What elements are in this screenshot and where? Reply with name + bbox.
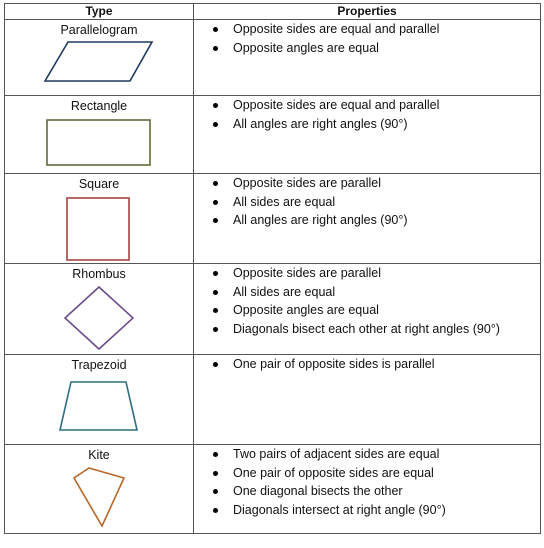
property-item: Opposite sides are equal and parallel	[194, 96, 540, 115]
property-item: Diagonals intersect at right angle (90°)	[194, 501, 540, 520]
shape-name: Rectangle	[70, 99, 128, 113]
properties-cell: Opposite sides are equal and parallel Op…	[193, 19, 541, 96]
parallelogram-outline	[44, 41, 154, 82]
property-item: Opposite angles are equal	[194, 301, 540, 320]
rectangle-shape	[46, 119, 151, 166]
properties-list: Opposite sides are equal and parallel Op…	[194, 20, 540, 57]
type-cell: Trapezoid	[4, 354, 194, 445]
shape-name: Rhombus	[72, 267, 126, 281]
type-cell: Rhombus	[4, 263, 194, 355]
table-row: Rectangle Opposite sides are equal and p…	[4, 95, 541, 174]
property-item: Opposite angles are equal	[194, 39, 540, 58]
properties-cell: Opposite sides are parallel All sides ar…	[193, 173, 541, 264]
properties-cell: Opposite sides are equal and parallel Al…	[193, 95, 541, 174]
rectangle-outline	[46, 119, 151, 166]
properties-column-header: Properties	[193, 3, 541, 20]
table-row: Kite Two pairs of adjacent sides are equ…	[4, 444, 541, 534]
properties-cell: Two pairs of adjacent sides are equal On…	[193, 444, 541, 534]
property-item: One diagonal bisects the other	[194, 482, 540, 501]
rhombus-shape	[63, 285, 135, 351]
table-row: Trapezoid One pair of opposite sides is …	[4, 354, 541, 445]
property-item: Opposite sides are parallel	[194, 264, 540, 283]
property-item: Diagonals bisect each other at right ang…	[194, 320, 540, 339]
property-item: Two pairs of adjacent sides are equal	[194, 445, 540, 464]
type-cell: Parallelogram	[4, 19, 194, 96]
property-item: Opposite sides are equal and parallel	[194, 20, 540, 39]
trapezoid-outline	[59, 381, 139, 431]
property-item: All sides are equal	[194, 283, 540, 302]
table-row: Parallelogram Opposite sides are equal a…	[4, 19, 541, 96]
parallelogram-shape	[44, 41, 154, 82]
type-cell: Rectangle	[4, 95, 194, 174]
properties-list: Opposite sides are parallel All sides ar…	[194, 264, 540, 338]
property-item: One pair of opposite sides is parallel	[194, 355, 540, 374]
type-column-header: Type	[4, 3, 194, 20]
properties-cell: Opposite sides are parallel All sides ar…	[193, 263, 541, 355]
shape-name: Square	[78, 177, 120, 191]
type-cell: Square	[4, 173, 194, 264]
shape-name: Kite	[88, 448, 110, 462]
trapezoid-shape	[59, 381, 139, 431]
header-row: Type Properties	[4, 3, 541, 20]
property-item: All angles are right angles (90°)	[194, 211, 540, 230]
property-item: One pair of opposite sides are equal	[194, 464, 540, 483]
square-outline	[66, 197, 130, 261]
properties-list: Two pairs of adjacent sides are equal On…	[194, 445, 540, 519]
type-cell: Kite	[4, 444, 194, 534]
properties-list: One pair of opposite sides is parallel	[194, 355, 540, 374]
property-item: All sides are equal	[194, 193, 540, 212]
kite-outline	[72, 467, 126, 528]
property-item: All angles are right angles (90°)	[194, 115, 540, 134]
table-row: Square Opposite sides are parallel All s…	[4, 173, 541, 264]
shape-name: Trapezoid	[71, 358, 127, 372]
shape-name: Parallelogram	[60, 23, 138, 37]
kite-shape	[72, 467, 126, 528]
properties-list: Opposite sides are equal and parallel Al…	[194, 96, 540, 133]
quadrilateral-properties-table: Type Properties Parallelogram Opposite s…	[4, 3, 541, 534]
square-shape	[66, 197, 130, 261]
properties-list: Opposite sides are parallel All sides ar…	[194, 174, 540, 230]
property-item: Opposite sides are parallel	[194, 174, 540, 193]
properties-cell: One pair of opposite sides is parallel	[193, 354, 541, 445]
rhombus-outline	[63, 285, 135, 351]
table-row: Rhombus Opposite sides are parallel All …	[4, 263, 541, 355]
